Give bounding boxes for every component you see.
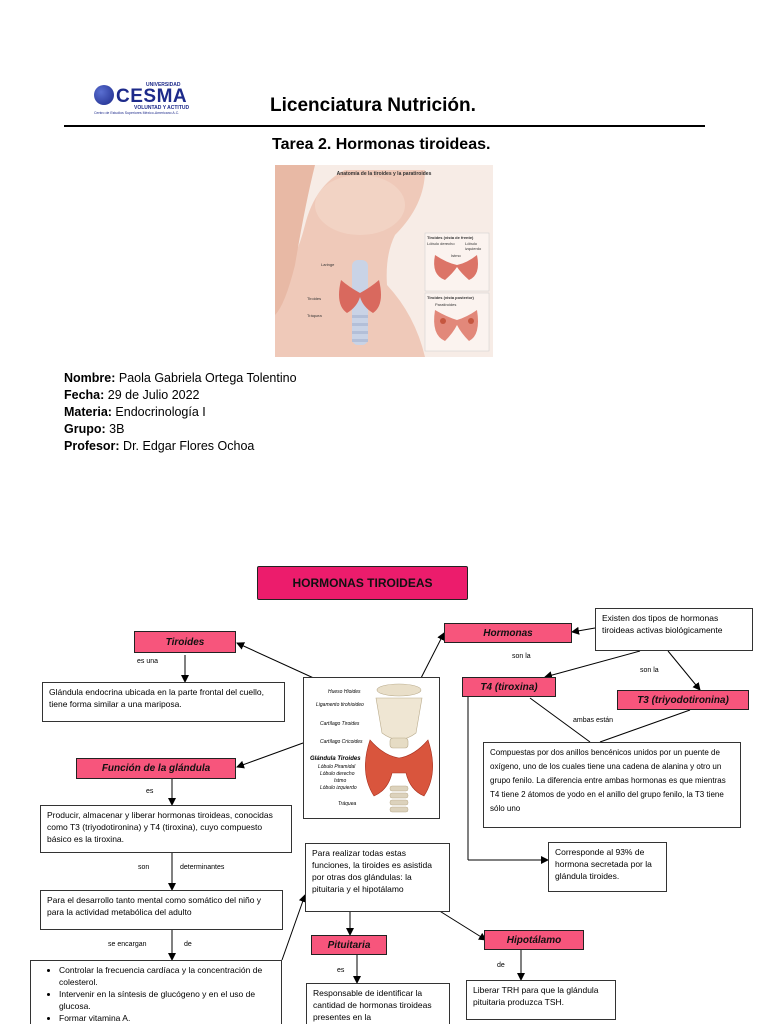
figure-title: Anatomía de la tiroides y la paratiroide… [336, 171, 432, 177]
grupo-label: Grupo: [64, 422, 106, 436]
fecha-value: 29 de Julio 2022 [104, 388, 200, 402]
conn-son-la-2: son la [640, 667, 659, 674]
node-encargos: Controlar la frecuencia cardíaca y la co… [30, 960, 282, 1024]
info-materia: Materia: Endocrinología I [64, 405, 206, 419]
gl-hueso: Hueso Hioides [328, 689, 361, 695]
info-nombre: Nombre: Paola Gabriela Ortega Tolentino [64, 371, 297, 385]
conn-es-2: es [337, 967, 345, 974]
info-profesor: Profesor: Dr. Edgar Flores Ochoa [64, 439, 254, 453]
conn-es-una: es una [137, 658, 159, 665]
conn-de-1: de [184, 941, 192, 948]
node-compuestas: Compuestas por dos anillos bencénicos un… [483, 742, 741, 828]
profesor-value: Dr. Edgar Flores Ochoa [119, 439, 255, 453]
label-front-view: Tiroides (vista de frente) [427, 235, 474, 240]
map-main-title: HORMONAS TIROIDEAS [257, 566, 468, 600]
info-grupo: Grupo: 3B [64, 422, 124, 436]
grupo-value: 3B [105, 422, 125, 436]
logo-university: UNIVERSIDAD [146, 82, 181, 88]
label-tiroides: Tiroides [307, 296, 322, 301]
nombre-value: Paola Gabriela Ortega Tolentino [115, 371, 297, 385]
conn-son: son [138, 864, 150, 871]
header-divider [64, 125, 705, 127]
gl-istmo: Istmo [334, 778, 347, 784]
gl-ligamento: Ligamento tirohioideo [316, 702, 364, 708]
node-tiroides: Tiroides [134, 631, 236, 653]
node-pituitaria: Pituitaria [311, 935, 387, 955]
gl-lob-izquierdo: Lóbulo izquierdo [320, 785, 357, 791]
node-hipotalamo: Hipotálamo [484, 930, 584, 950]
gl-glandula: Glándula Tiroides [310, 756, 361, 762]
gl-lob-derecho: Lóbulo derecho [320, 771, 355, 777]
nombre-label: Nombre: [64, 371, 116, 385]
thyroid-anatomy-figure: Anatomía de la tiroides y la paratiroide… [275, 165, 493, 357]
conn-de-2: de [497, 962, 505, 969]
node-funcion-def: Producir, almacenar y liberar hormonas t… [40, 805, 292, 853]
label-istmo: Istmo [451, 253, 461, 258]
node-hormonas-def: Existen dos tipos de hormonas tiroideas … [595, 608, 753, 651]
page-title: Licenciatura Nutrición. [270, 95, 476, 116]
encargos-list: Controlar la frecuencia cardíaca y la co… [37, 964, 275, 1024]
globe-icon [94, 85, 114, 105]
conn-es-1: es [146, 788, 154, 795]
node-asistida: Para realizar todas estas funciones, la … [305, 843, 450, 912]
label-traquea: Tráquea [307, 313, 322, 318]
node-t3: T3 (triyodotironina) [617, 690, 749, 710]
task-title: Tarea 2. Hormonas tiroideas. [272, 136, 491, 153]
info-fecha: Fecha: 29 de Julio 2022 [64, 388, 200, 402]
encargo-item: Intervenir en la síntesis de glucógeno y… [59, 988, 275, 1012]
conn-determinantes: determinantes [180, 864, 225, 871]
logo-brand: CESMA [116, 86, 188, 107]
node-t4-def: Corresponde al 93% de hormona secretada … [548, 842, 667, 892]
profesor-label: Profesor: [64, 439, 120, 453]
conn-ambas: ambas están [573, 717, 614, 724]
thyroid-gland-illustration [365, 683, 433, 813]
label-paratiroides: Paratiroides [435, 302, 457, 307]
materia-label: Materia: [64, 405, 112, 419]
node-funcion: Función de la glándula [76, 758, 236, 779]
encargo-item: Formar vitamina A. [59, 1012, 275, 1024]
materia-value: Endocrinología I [111, 405, 206, 419]
node-desarrollo: Para el desarrollo tanto mental como som… [40, 890, 283, 930]
label-lobulo-derecho: Lóbulo derecho [427, 241, 455, 246]
node-hipotalamo-def: Liberar TRH para que la glándula pituita… [466, 980, 616, 1020]
node-t4: T4 (tiroxina) [462, 677, 556, 697]
label-lobulo-izquierdo: Lóbulo izquierdo [465, 241, 482, 251]
node-pituitaria-def: Responsable de identificar la cantidad d… [306, 983, 450, 1024]
gl-traquea: Tráquea [338, 801, 357, 807]
node-tiroides-def: Glándula endocrina ubicada en la parte f… [42, 682, 285, 722]
conn-se-encargan: se encargan [108, 941, 147, 948]
fecha-label: Fecha: [64, 388, 105, 402]
label-back-view: Tiroides (vista posterior) [427, 295, 474, 300]
cesma-logo: UNIVERSIDAD CESMA VOLUNTAD Y ACTITUD Cen… [94, 82, 190, 116]
logo-subtitle: Centro de Estudios Superiores México-Ame… [94, 111, 180, 115]
gl-lob-piramidal: Lóbulo Piramidal [318, 764, 356, 770]
logo-motto: VOLUNTAD Y ACTITUD [134, 105, 190, 111]
encargo-item: Controlar la frecuencia cardíaca y la co… [59, 964, 275, 988]
node-hormonas: Hormonas [444, 623, 572, 643]
anatomy-illustration [275, 165, 490, 357]
gl-cart-tiroides: Cartílago Tiroides [320, 721, 360, 727]
gl-cart-cricoides: Cartílago Cricoides [320, 739, 363, 745]
thyroid-gland-figure: Hueso Hioides Ligamento tirohioideo Cart… [303, 677, 440, 819]
conn-son-la-1: son la [512, 653, 531, 660]
label-laringe: Laringe [321, 262, 335, 267]
